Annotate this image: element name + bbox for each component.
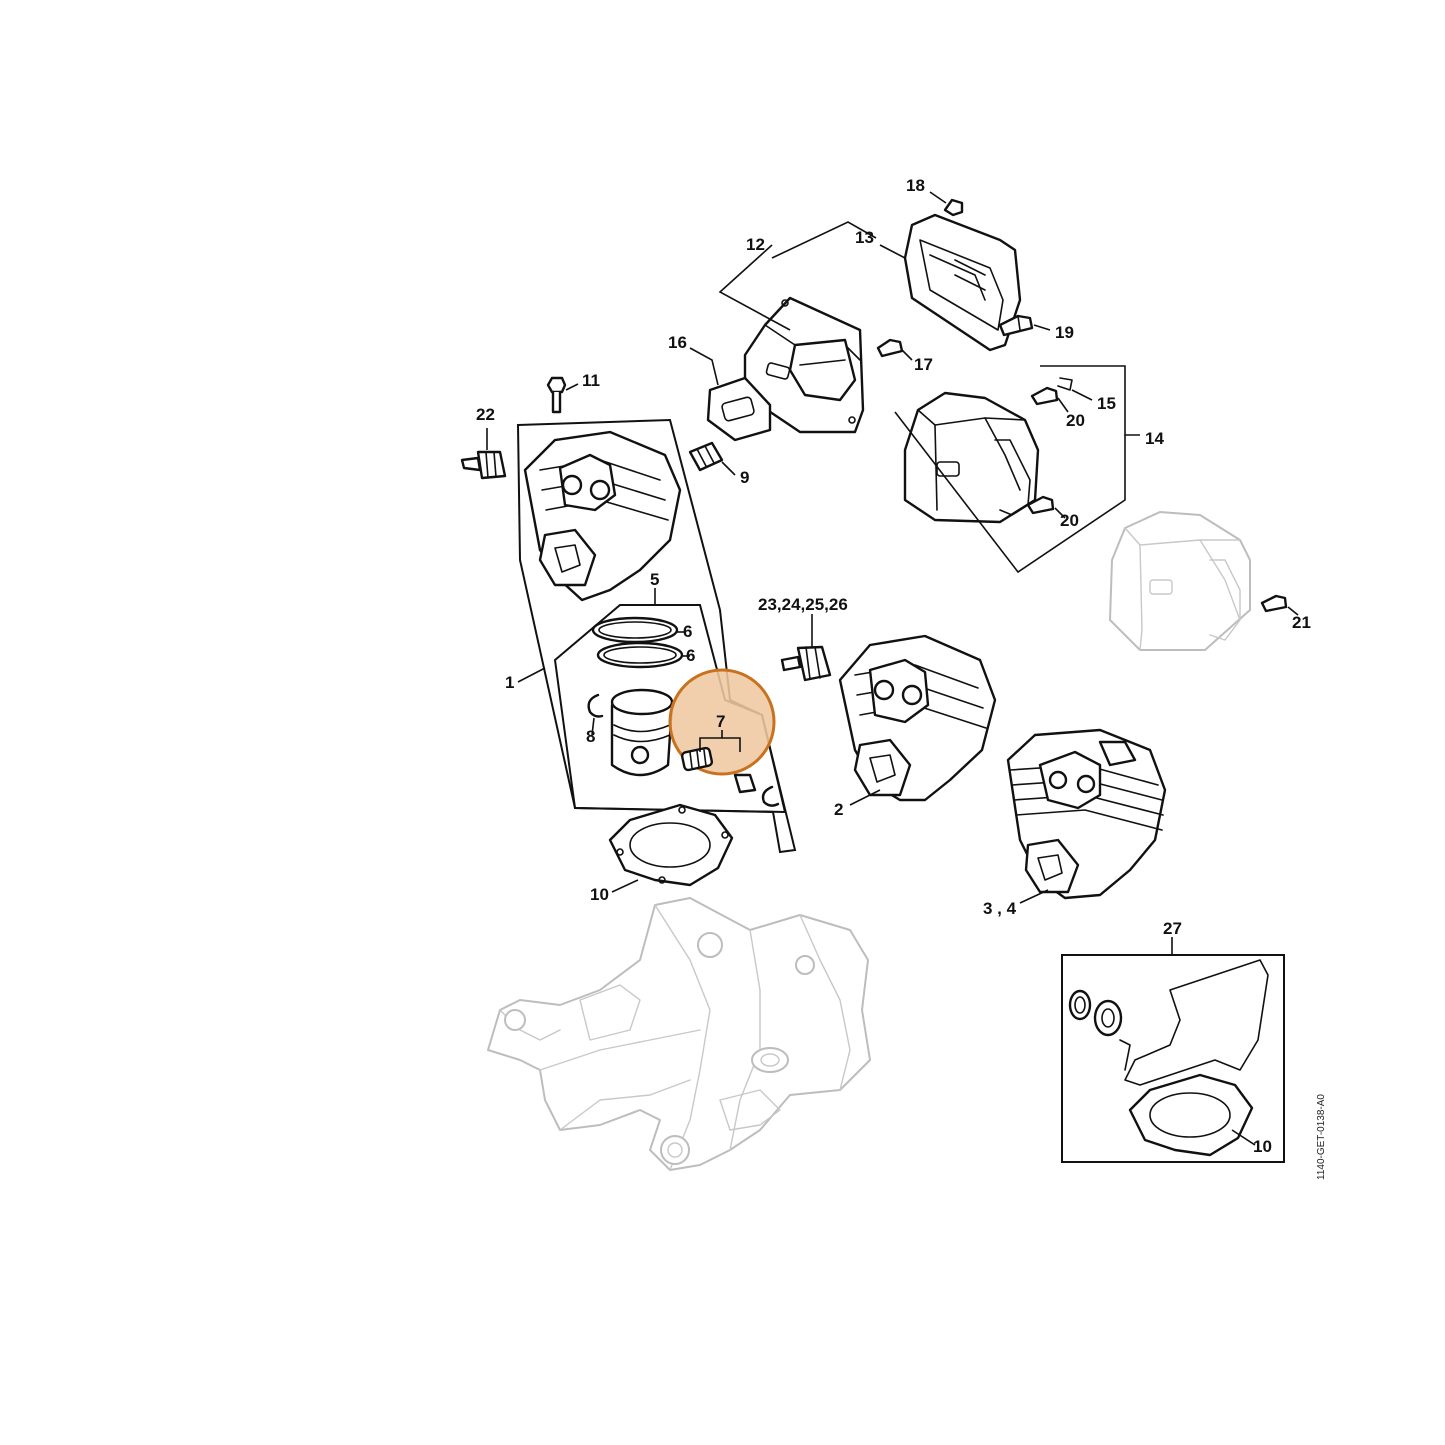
cylinder-3-4 (1006, 728, 1167, 900)
screw-19 (998, 314, 1034, 337)
shroud-14 (903, 391, 1040, 524)
callout-15: 15 (1097, 394, 1116, 413)
callout-13: 13 (855, 228, 874, 247)
shroud-ghost (1109, 511, 1251, 651)
callout-labels: 18 12 13 19 16 17 11 22 15 20 14 9 20 5 … (476, 176, 1311, 1156)
decompression-valve-23-26 (780, 645, 832, 682)
piston-pin (733, 773, 757, 794)
screw-21 (1260, 594, 1288, 613)
gasket-10-left (608, 803, 734, 887)
callout-6-lower: 6 (686, 646, 695, 665)
kit-frame-5 (553, 604, 787, 814)
screw-20-bottom (1026, 495, 1055, 515)
decompression-valve-22 (460, 450, 507, 480)
clip-15 (1057, 377, 1073, 391)
kit-frame-27 (1061, 954, 1285, 1163)
callout-6-upper: 6 (683, 622, 692, 641)
crankcase-gasket (1119, 959, 1269, 1086)
callout-22: 22 (476, 405, 495, 424)
callout-17: 17 (914, 355, 933, 374)
part-7-highlight (668, 668, 776, 776)
callout-16: 16 (668, 333, 687, 352)
callout-18: 18 (906, 176, 925, 195)
callout-21: 21 (1292, 613, 1311, 632)
callout-11: 11 (582, 371, 600, 390)
callout-5: 5 (650, 570, 659, 589)
screw-11 (546, 376, 567, 414)
screw-20-top (1030, 386, 1059, 406)
callout-7: 7 (716, 712, 725, 731)
callout-19: 19 (1055, 323, 1074, 342)
callout-1: 1 (505, 673, 514, 692)
cylinder-2 (838, 634, 997, 802)
muffler-housing-12 (743, 296, 865, 434)
cylinder-cover-13 (903, 213, 1022, 352)
callout-9: 9 (740, 468, 749, 487)
kit-frame-1 (516, 418, 797, 854)
callout-3-4: 3 , 4 (983, 899, 1017, 918)
piston (610, 688, 674, 777)
callout-23-24-25-26: 23,24,25,26 (758, 595, 848, 614)
gasket-10-right (1128, 1073, 1254, 1157)
circlip-right (761, 785, 780, 807)
needle-cage-7 (680, 746, 714, 772)
callout-20-bottom: 20 (1060, 511, 1079, 530)
crankcase-ghost (487, 897, 871, 1171)
filter-9 (688, 441, 724, 472)
screw-18 (943, 198, 964, 217)
callout-14: 14 (1145, 429, 1164, 448)
circlip-8 (587, 693, 604, 718)
callout-27: 27 (1163, 919, 1182, 938)
callout-12: 12 (746, 235, 765, 254)
callout-20-top: 20 (1066, 411, 1085, 430)
callout-8: 8 (586, 727, 595, 746)
leader-lines (486, 191, 1299, 1146)
shaft-seal-right (1093, 999, 1123, 1037)
screw-17 (876, 338, 904, 358)
piston-rings-6 (591, 616, 684, 669)
drawing-reference-code: 1140-GET-0138-A0 (1316, 1094, 1327, 1180)
gasket-16 (706, 376, 772, 442)
callout-10-right: 10 (1253, 1137, 1272, 1156)
callout-2: 2 (834, 800, 843, 819)
callout-10-left: 10 (590, 885, 609, 904)
shaft-seal-left (1068, 989, 1092, 1021)
cylinder-kit-1 (523, 430, 682, 602)
